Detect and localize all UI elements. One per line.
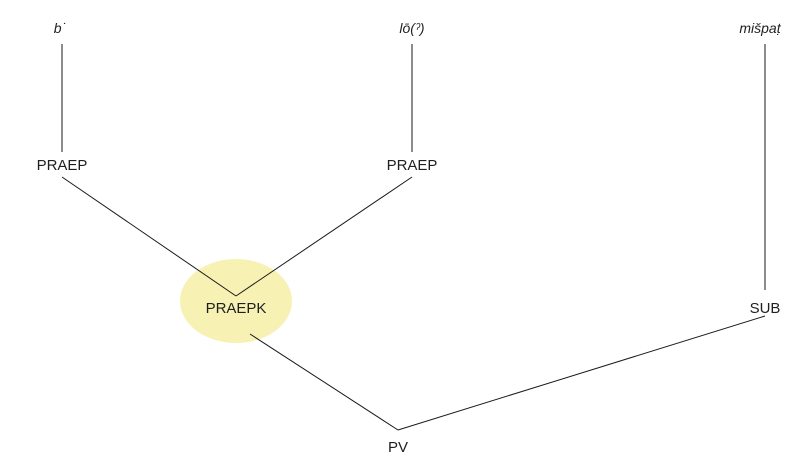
word-mispat: mišpaṭ: [739, 20, 781, 36]
word-b: b˙: [54, 20, 66, 36]
word-lo: lō(ˀ): [399, 20, 424, 36]
node-highlight: [180, 259, 292, 343]
node-pv: PV: [388, 439, 408, 456]
node-praep-2: PRAEP: [387, 157, 438, 174]
node-sub: SUB: [750, 300, 781, 317]
edge-sub-pv: [397, 315, 766, 431]
edge-praep1-praepk: [61, 176, 237, 297]
edge-praepk-pv: [249, 333, 399, 431]
node-praepk: PRAEPK: [206, 300, 267, 317]
edge-praep2-praepk: [235, 176, 413, 297]
node-praep-1: PRAEP: [37, 157, 88, 174]
